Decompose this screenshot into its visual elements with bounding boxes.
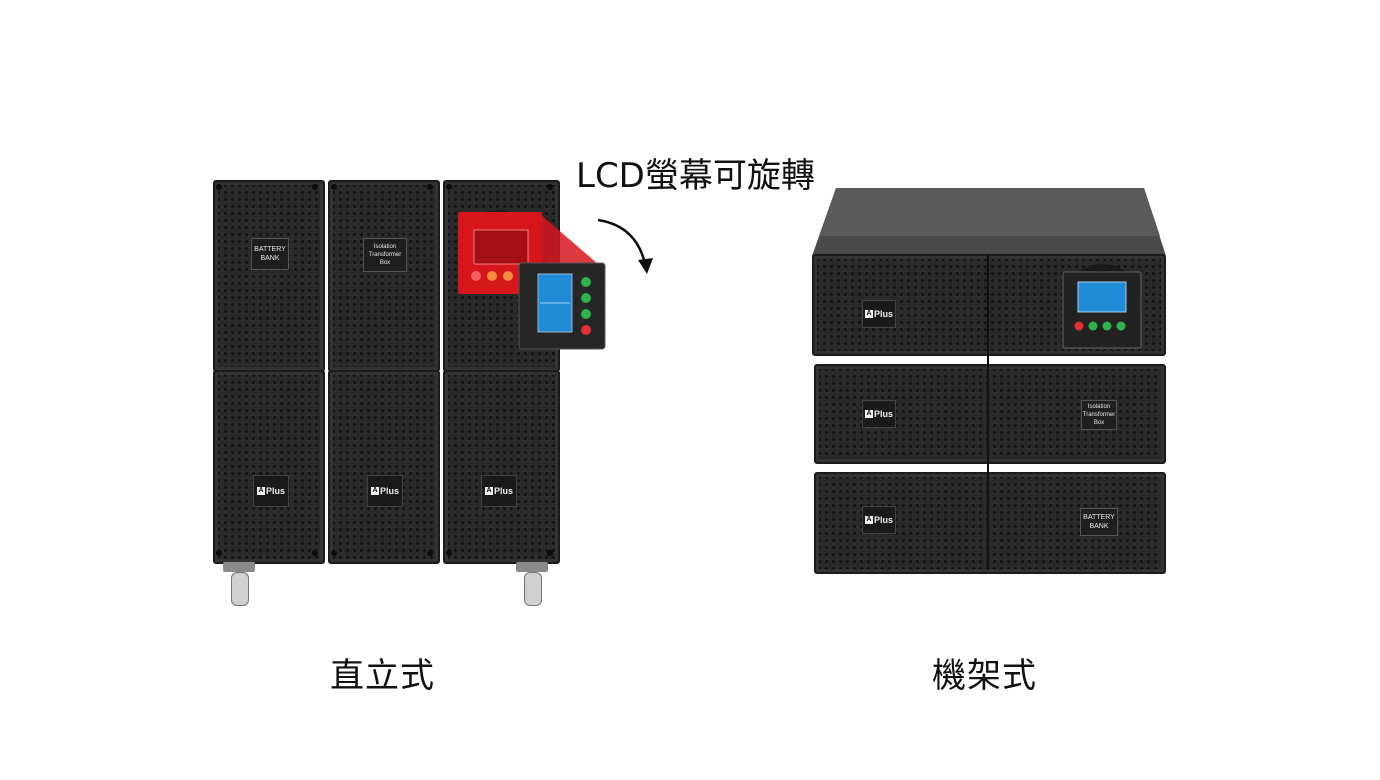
tower-panel-bottom-right [443, 370, 560, 564]
tower-panel-bottom-mid [328, 370, 440, 564]
tower-panel-top-mid [328, 180, 440, 372]
tower-panel-top-left [213, 180, 325, 372]
rotated-lcd-panel [518, 262, 606, 350]
rack-caption: 機架式 [932, 656, 1037, 696]
tower-panel-bottom-left [213, 370, 325, 564]
rack-lcd-panel [1062, 264, 1142, 349]
tower-caption: 直立式 [330, 656, 435, 696]
tower-wheel-left [223, 562, 255, 606]
rotate-arrow-icon [597, 218, 653, 274]
tower-wheel-right [516, 562, 548, 606]
lcd-rotate-caption: LCD螢幕可旋轉 [576, 156, 815, 196]
